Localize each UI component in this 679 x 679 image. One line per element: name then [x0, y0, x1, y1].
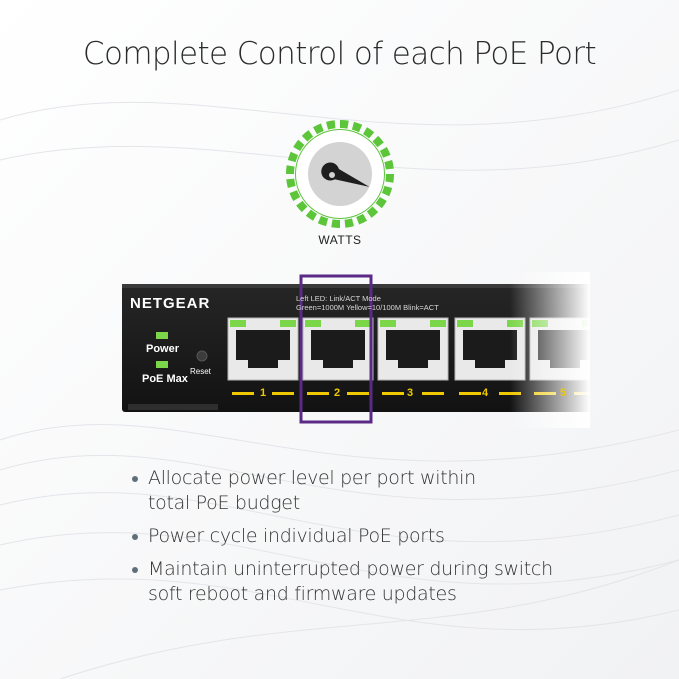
feature-list: Allocate power level per port within tot…: [130, 466, 670, 615]
gauge-tick: [344, 218, 354, 228]
power-led: [156, 332, 168, 339]
port-stripe: [232, 392, 254, 395]
port-led: [355, 320, 371, 327]
gauge-tick: [363, 127, 375, 139]
gauge-tick: [340, 120, 349, 129]
ethernet-port: [227, 317, 299, 381]
gauge-tick: [293, 139, 305, 151]
port-stripe: [422, 392, 444, 395]
port-number-3: 3: [406, 387, 414, 399]
port-led: [280, 320, 296, 327]
gauge-tick: [379, 147, 391, 158]
led-legend: Left LED: Link/ACT Mode Green=1000M Yell…: [296, 294, 526, 312]
port-number-1: 1: [259, 387, 267, 399]
gauge-tick: [287, 151, 299, 163]
port-number-2: 2: [333, 387, 341, 399]
feature-item: Allocate power level per port within tot…: [130, 466, 670, 516]
gauge-tick: [356, 213, 367, 225]
gauge-tick: [366, 206, 379, 218]
port-number-4: 4: [481, 387, 489, 399]
gauge-tick: [313, 123, 324, 135]
port-stripe: [272, 392, 294, 395]
netgear-logo: NETGEAR: [130, 295, 211, 312]
port-led: [380, 320, 396, 327]
poe-max-led: [156, 361, 168, 368]
gauge-tick: [289, 190, 301, 201]
port-led: [305, 320, 321, 327]
reset-label: Reset: [190, 367, 211, 376]
port-number-5: 5: [559, 387, 567, 399]
gauge-tick: [286, 178, 296, 188]
gauge-tick: [385, 174, 394, 183]
watts-gauge-icon: [286, 120, 394, 228]
feature-item: Maintain uninterrupted power during swit…: [130, 557, 670, 607]
watts-label: WATTS: [318, 233, 362, 247]
port-led: [457, 320, 473, 327]
port-led: [230, 320, 246, 327]
gauge-tick: [296, 200, 308, 213]
gauge-tick: [301, 130, 314, 142]
gauge-tick: [372, 135, 384, 148]
reset-button: [196, 350, 208, 362]
port-stripe: [459, 392, 481, 395]
port-stripe: [307, 392, 329, 395]
port-stripe: [382, 392, 404, 395]
gauge-tick: [305, 209, 317, 221]
ethernet-port: [302, 317, 374, 381]
ethernet-port: [377, 317, 449, 381]
gauge-tick: [375, 197, 387, 209]
gauge-tick: [286, 165, 295, 174]
led-legend-line-1: Left LED: Link/ACT Mode: [296, 294, 381, 303]
poe-max-label: PoE Max: [142, 373, 188, 385]
port-led: [430, 320, 446, 327]
power-label: Power: [146, 343, 180, 355]
led-legend-line-2: Green=1000M Yellow=10/100M Blink=ACT: [296, 303, 439, 312]
poe-switch-illustration: NETGEAR Left LED: Link/ACT Mode Green=10…: [120, 272, 590, 428]
bullet-icon: [132, 476, 138, 482]
feature-item: Power cycle individual PoE ports: [130, 524, 670, 549]
gauge-tick: [351, 121, 363, 133]
port-stripe: [347, 392, 369, 395]
bullet-icon: [132, 534, 138, 540]
gauge-tick: [326, 120, 336, 130]
gauge-tick: [381, 185, 393, 197]
bullet-icon: [132, 567, 138, 573]
gauge-tick: [331, 219, 340, 228]
gauge-tick: [317, 215, 329, 227]
gauge-tick: [384, 160, 394, 170]
port-2-highlight: [299, 274, 373, 424]
headline: Complete Control of each PoE Port: [82, 36, 597, 72]
